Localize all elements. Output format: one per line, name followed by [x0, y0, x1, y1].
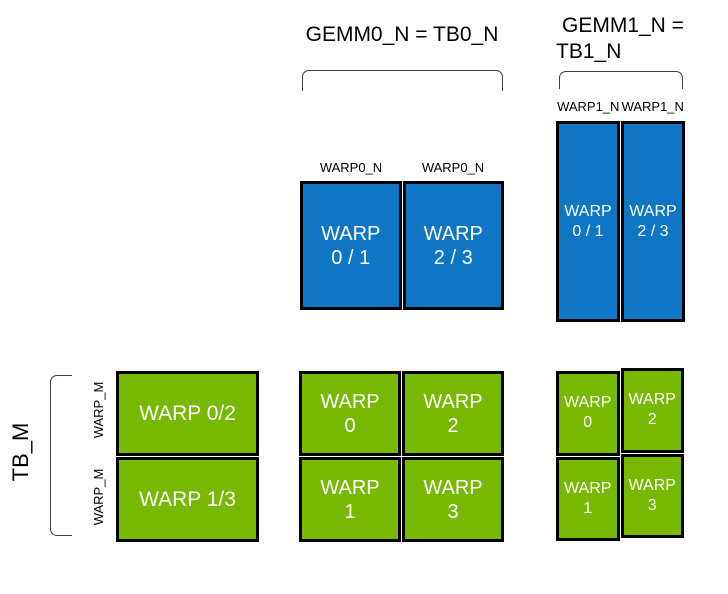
warp-tile-gemm1-0-1: WARP 0 / 1: [556, 121, 620, 322]
gemm0-warp-grid: WARP 0 WARP 2 WARP 1 WARP 3: [299, 371, 504, 542]
warp-tile-line2: 2 / 3: [637, 222, 669, 240]
warp-tile-line2: 0 / 1: [331, 246, 371, 269]
warp-tile-line1: WARP: [629, 202, 677, 220]
warp-tile-0: WARP 0: [556, 371, 620, 456]
warp-tile-line1: WARP: [564, 202, 612, 220]
warp-tile-line1: WARP: [321, 222, 381, 245]
warp-m-tiles-group: WARP 0/2 WARP 1/3: [116, 371, 259, 542]
warp-tile-gemm0-0-1: WARP 0 / 1: [300, 181, 402, 310]
gemm0-n-warp-tiles-group: WARP 0 / 1 WARP 2 / 3: [300, 181, 504, 310]
warp0-n-label-row: WARP0_N WARP0_N: [300, 160, 504, 175]
warp-tile-1-3: WARP 1/3: [116, 457, 259, 542]
warp-tile-line1: WARP: [423, 222, 483, 245]
gemm1-n-title-line2: TB1_N: [556, 40, 622, 63]
warp-tile-2: WARP 2: [402, 371, 504, 456]
warp-tile-line1: WARP: [628, 476, 676, 494]
tb-m-label: TB_M: [8, 422, 33, 482]
warp-tile-line2: 0 / 1: [572, 222, 604, 240]
warp-m-label-top: WARP_M: [91, 381, 106, 439]
warp-m-label-bottom: WARP_M: [91, 468, 106, 526]
gemm1-n-bracket: [559, 71, 683, 89]
gemm1-n-title-line1: GEMM1_N =: [562, 14, 684, 37]
warp1-n-label-row: WARP1_N WARP1_N: [556, 99, 685, 114]
warp-tile-line2: 3: [647, 496, 657, 514]
warp-tile-line2: 3: [447, 500, 459, 523]
warp-tile-1: WARP 1: [556, 456, 620, 541]
warp1-n-label-left: WARP1_N: [557, 99, 620, 114]
warp-tile-line1: WARP: [320, 476, 380, 499]
warp-tile-line2: 1: [583, 499, 593, 517]
warp-tile-1: WARP 1: [299, 457, 401, 542]
warp-tile-line2: 2: [647, 411, 657, 429]
warp-tile-label: WARP 1/3: [139, 488, 236, 511]
warp1-n-label-right: WARP1_N: [621, 99, 684, 114]
gemm1-n-warp-tiles-group: WARP 0 / 1 WARP 2 / 3: [556, 121, 685, 322]
warp-tile-3: WARP 3: [402, 457, 504, 542]
warp-tile-line1: WARP: [628, 391, 676, 409]
gemm0-n-title: GEMM0_N = TB0_N: [305, 23, 499, 46]
warp-tile-0-2: WARP 0/2: [116, 371, 259, 456]
warp-tile-2: WARP 2: [620, 368, 684, 453]
warp-tile-gemm1-2-3: WARP 2 / 3: [621, 121, 685, 322]
warp-tile-gemm0-2-3: WARP 2 / 3: [402, 181, 504, 310]
warp-tile-line1: WARP: [564, 394, 612, 412]
warp-tile-line1: WARP: [423, 476, 483, 499]
warp0-n-label-right: WARP0_N: [421, 160, 485, 175]
warp-tile-line1: WARP: [320, 390, 380, 413]
warp-tile-line2: 2: [447, 414, 459, 437]
warp-tile-line1: WARP: [564, 479, 612, 497]
gemm1-warp-grid: WARP 0 WARP 2 WARP 1 WARP 3: [556, 368, 684, 541]
warp-tile-line2: 0: [344, 414, 356, 437]
warp-tile-line2: 2 / 3: [433, 246, 473, 269]
gemm0-n-bracket: [302, 70, 503, 91]
tb-m-bracket: [50, 375, 72, 536]
warp-tile-3: WARP 3: [620, 453, 684, 538]
warp0-n-label-left: WARP0_N: [319, 160, 383, 175]
warp-tile-0: WARP 0: [299, 371, 401, 456]
warp-tile-label: WARP 0/2: [139, 402, 236, 425]
warp-tile-line2: 0: [583, 414, 593, 432]
warp-tile-line2: 1: [344, 500, 356, 523]
warp-tile-line1: WARP: [423, 390, 483, 413]
